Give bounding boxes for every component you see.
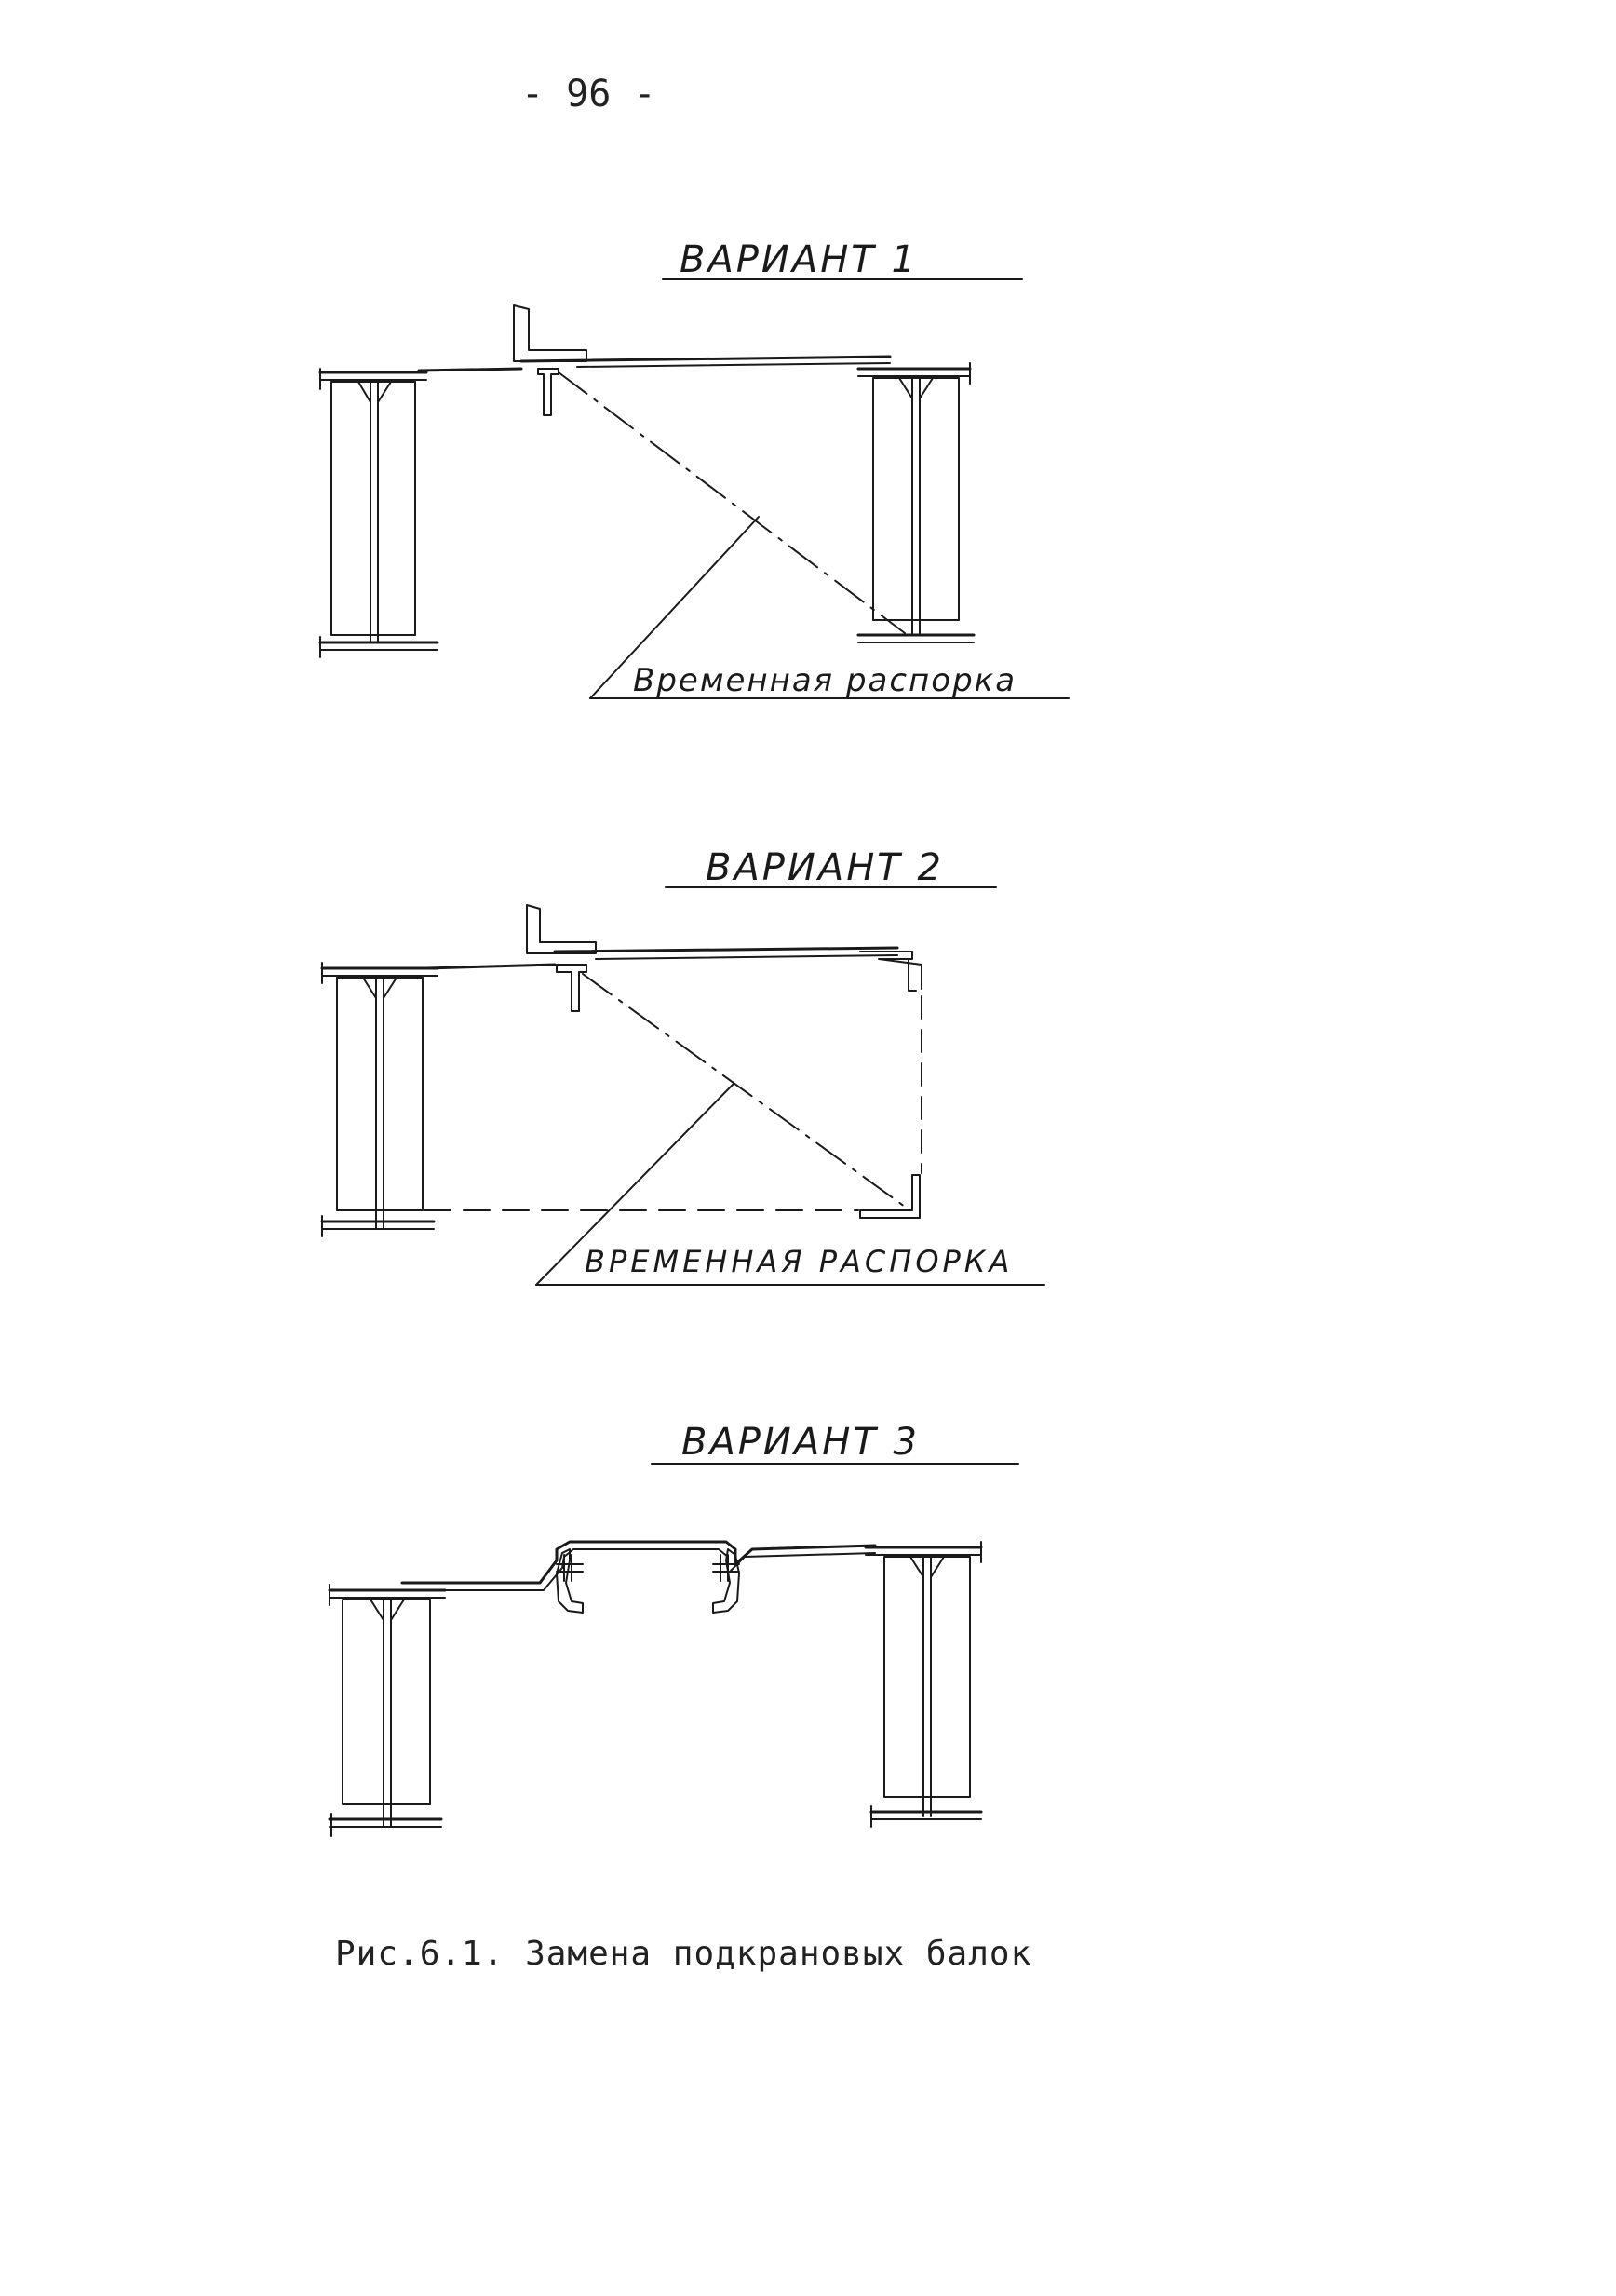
variant-1-right-beam [856, 362, 976, 643]
variant-2-label: ВРЕМЕННАЯ РАСПОРКА [585, 1244, 1013, 1279]
variant-1-deck [417, 304, 892, 416]
variant-1-leader-line [589, 516, 760, 699]
variant-1-title: ВАРИАНТ 1 [680, 238, 918, 281]
variant-2-title: ВАРИАНТ 2 [706, 846, 944, 889]
variant-2-temporary-brace [582, 973, 906, 1208]
variant-3-title: ВАРИАНТ 3 [681, 1421, 920, 1464]
variant-1-label: Временная распорка [633, 662, 1017, 699]
variant-2-deck [424, 904, 922, 1012]
variant-3-left-beam [328, 1584, 447, 1837]
page-number: - 96 - [521, 73, 656, 115]
variant-2-bottom-angle [859, 1174, 921, 1219]
figure-caption: Рис.6.1. Замена подкрановых балок [335, 1935, 1032, 1973]
variant-1-diagram: ВАРИАНТ 1 [318, 238, 1070, 699]
variant-2-left-beam [320, 962, 439, 1237]
variant-1-temporary-brace [558, 371, 906, 634]
variant-3-diagram: ВАРИАНТ 3 [328, 1421, 1019, 1837]
variant-2-diagram: ВАРИАНТ 2 [320, 846, 1045, 1286]
variant-1-left-beam [318, 368, 439, 658]
variant-3-right-beam [864, 1541, 983, 1828]
variant-3-deck [400, 1540, 877, 1614]
variant-2-leader-line [535, 1083, 734, 1286]
